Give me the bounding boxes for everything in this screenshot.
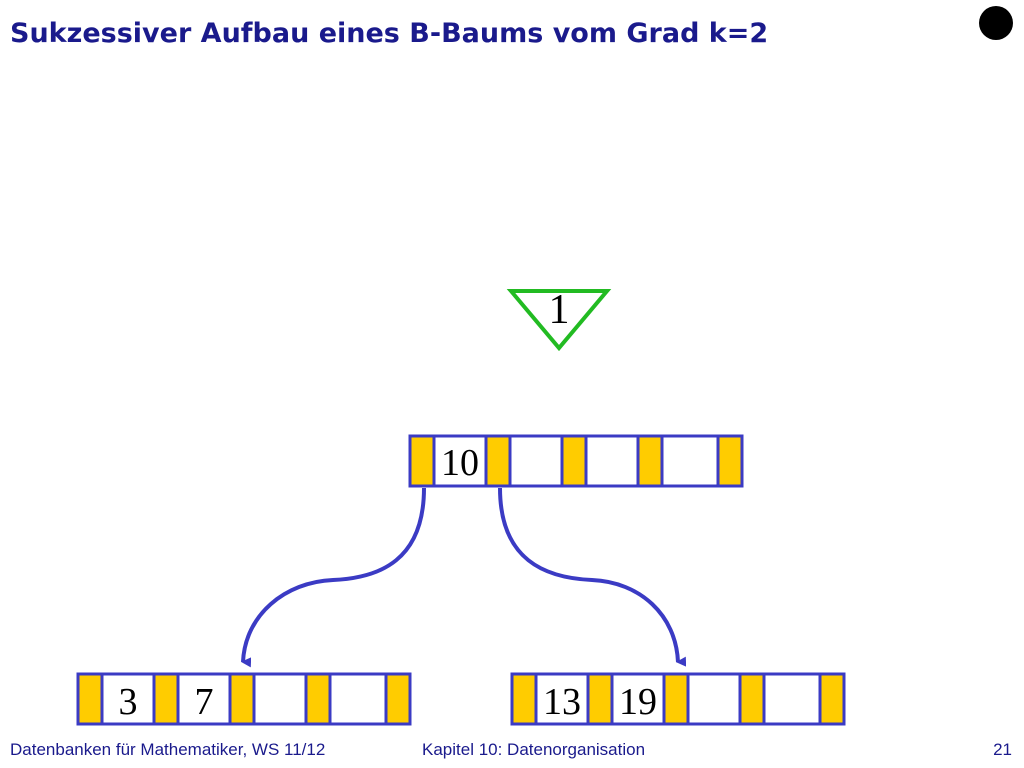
right-child-key-2: 19 (619, 681, 657, 723)
pointer-slot (484, 434, 512, 488)
key-slot (328, 672, 388, 726)
pointer-slot (818, 672, 846, 726)
pointer-slot (586, 672, 614, 726)
footer-chapter: Kapitel 10: Datenorganisation (422, 740, 646, 759)
pointer-slot (384, 672, 412, 726)
pointer-slot (304, 672, 332, 726)
pointer-slot (152, 672, 180, 726)
insert-triangle-icon (506, 289, 612, 352)
footer-course: Datenbanken für Mathematiker, WS 11/12 (10, 740, 326, 759)
pointer-slot (76, 672, 104, 726)
pointer-slot (738, 672, 766, 726)
key-slot (584, 434, 640, 488)
key-slot (508, 434, 564, 488)
right-child-node: 13 19 (510, 672, 846, 726)
left-child-node: 3 7 (76, 672, 412, 726)
key-slot (252, 672, 308, 726)
right-child-key-1: 13 (543, 681, 581, 723)
insert-key: 1 (549, 287, 570, 333)
slide-title: Sukzessiver Aufbau eines B-Baums vom Gra… (10, 18, 769, 49)
pointer-slot (510, 672, 538, 726)
key-slot (686, 672, 742, 726)
edge-root-to-right-child (498, 487, 687, 667)
pointer-slot (560, 434, 588, 488)
root-node: 10 (408, 434, 744, 488)
corner-dot-icon (979, 6, 1013, 40)
pointer-slot (408, 434, 436, 488)
left-child-key-1: 3 (119, 681, 138, 723)
key-slot (100, 672, 156, 726)
root-key-1: 10 (441, 442, 479, 484)
key-slot (762, 672, 822, 726)
page-number: 21 (993, 740, 1012, 759)
pointer-slot (228, 672, 256, 726)
left-child-key-2: 7 (195, 681, 214, 723)
pointer-slot (716, 434, 744, 488)
insert-key-marker: 1 (506, 287, 612, 352)
edge-root-to-left-child (241, 487, 426, 668)
key-slot (660, 434, 720, 488)
key-slot (176, 672, 232, 726)
pointer-slot (636, 434, 664, 488)
pointer-slot (662, 672, 690, 726)
